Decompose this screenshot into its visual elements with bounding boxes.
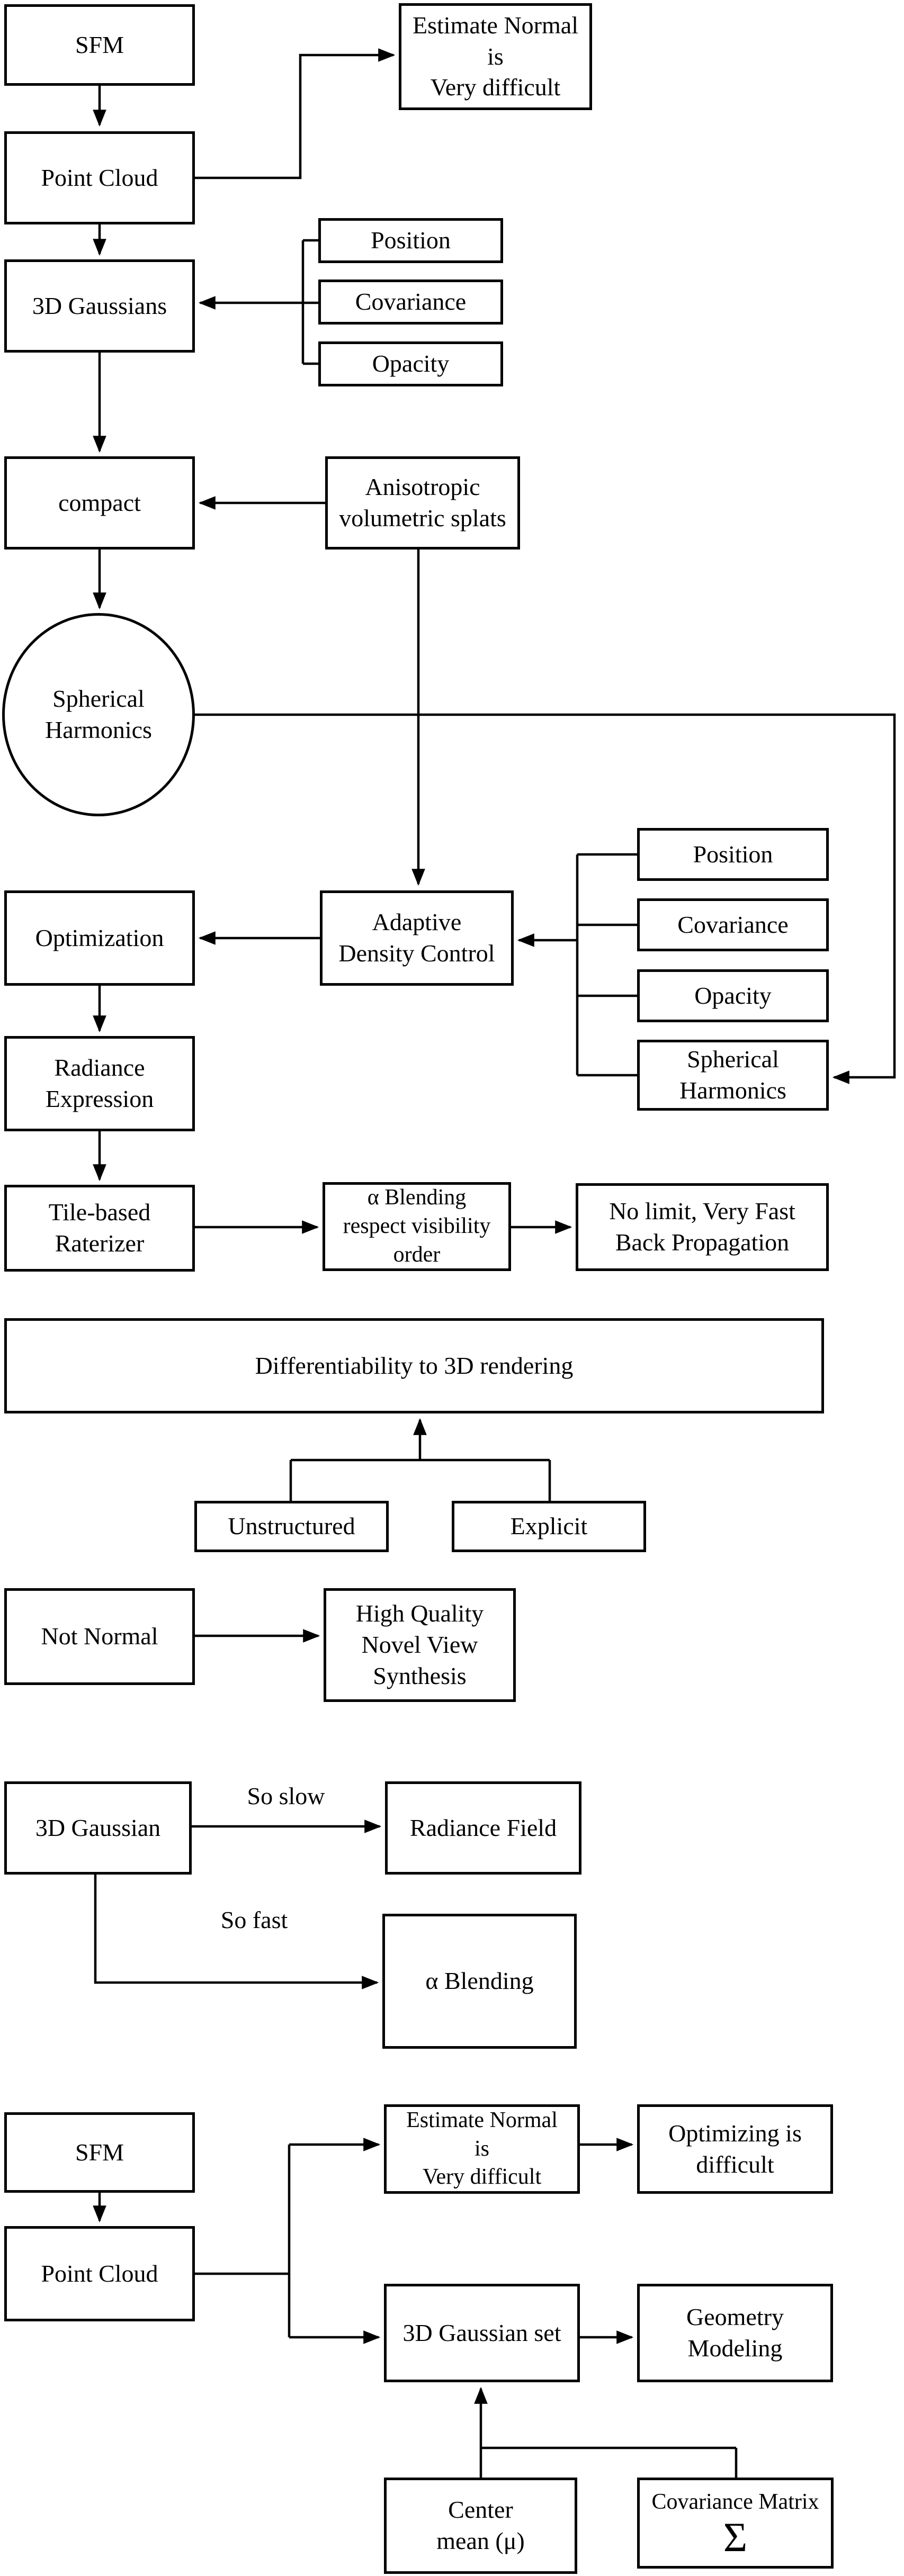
node-center-mean: Center mean (μ)	[384, 2478, 577, 2574]
node-alpha-blending: α Blending	[382, 1914, 577, 2049]
node-sfm-bottom: SFM	[4, 2112, 195, 2193]
node-tile-based-raterizer: Tile-based Raterizer	[4, 1185, 195, 1272]
node-differentiability: Differentiability to 3D rendering	[4, 1318, 824, 1413]
covariance-matrix-label: Covariance Matrix	[651, 2490, 819, 2515]
node-alpha-blending-order: α Blending respect visibility order	[323, 1182, 511, 1271]
node-opacity-top: Opacity	[318, 341, 503, 386]
node-covariance-top: Covariance	[318, 280, 503, 325]
node-not-normal: Not Normal	[4, 1588, 195, 1685]
node-opacity-right: Opacity	[637, 969, 829, 1022]
node-3d-gaussian-set: 3D Gaussian set	[384, 2284, 580, 2382]
node-position-right: Position	[637, 828, 829, 881]
node-high-quality-synthesis: High Quality Novel View Synthesis	[324, 1588, 516, 1702]
node-covariance-matrix: Covariance Matrix Σ	[637, 2478, 834, 2569]
node-position-top: Position	[318, 218, 503, 263]
node-spherical-harmonics-right: Spherical Harmonics	[637, 1040, 829, 1111]
node-spherical-harmonics-ellipse: Spherical Harmonics	[2, 613, 195, 816]
node-unstructured: Unstructured	[194, 1501, 389, 1552]
node-no-limit: No limit, Very Fast Back Propagation	[576, 1183, 829, 1271]
node-estimate-normal-top: Estimate Normal is Very difficult	[399, 3, 592, 110]
node-3d-gaussian: 3D Gaussian	[4, 1781, 192, 1875]
node-sfm-top: SFM	[4, 4, 195, 86]
node-optimization: Optimization	[4, 890, 195, 986]
node-radiance-field: Radiance Field	[385, 1781, 581, 1875]
node-point-cloud-top: Point Cloud	[4, 131, 195, 224]
node-covariance-right: Covariance	[637, 898, 829, 951]
edge-label-so-slow: So slow	[247, 1782, 325, 1809]
node-geometry-modeling: Geometry Modeling	[637, 2284, 833, 2382]
node-point-cloud-bottom: Point Cloud	[4, 2226, 195, 2321]
node-optimizing-difficult: Optimizing is difficult	[637, 2104, 833, 2194]
node-compact: compact	[4, 456, 195, 550]
node-anisotropic-splats: Anisotropic volumetric splats	[325, 456, 520, 550]
sigma-symbol: Σ	[723, 2514, 748, 2560]
node-3d-gaussians: 3D Gaussians	[4, 259, 195, 353]
node-radiance-expression: Radiance Expression	[4, 1036, 195, 1131]
node-estimate-normal-bottom: Estimate Normal is Very difficult	[384, 2104, 580, 2194]
node-explicit: Explicit	[452, 1501, 646, 1552]
edge-label-so-fast: So fast	[220, 1906, 288, 1933]
node-adaptive-density-control: Adaptive Density Control	[320, 890, 514, 986]
